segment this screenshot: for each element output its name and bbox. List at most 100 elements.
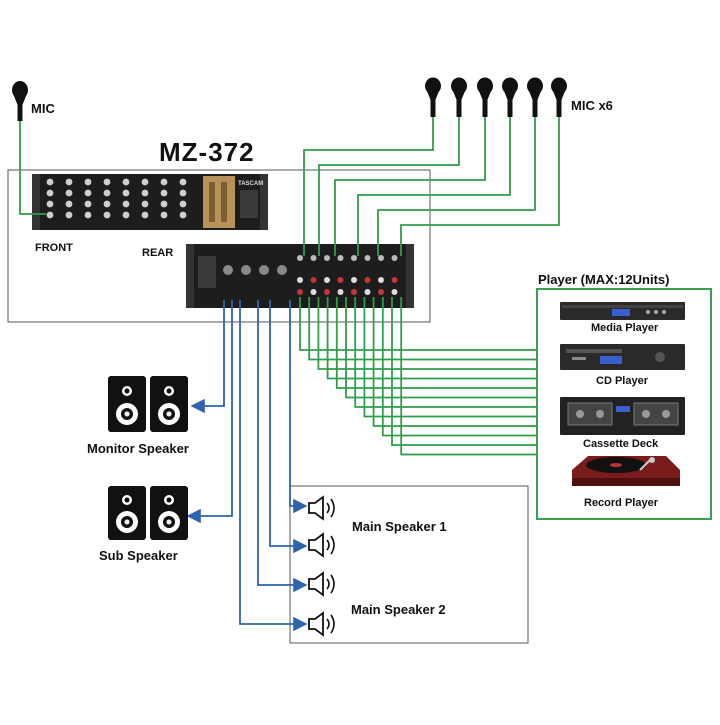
record-player-icon: [572, 456, 680, 486]
sound-wave: [326, 618, 330, 630]
mic-icon: [502, 77, 518, 95]
rear-rca: [351, 289, 357, 295]
front-knob: [179, 189, 187, 197]
front-mic-cable: [19, 121, 46, 215]
front-mic-icon: [12, 81, 28, 121]
front-knob: [46, 178, 54, 186]
rear-rca: [310, 277, 317, 283]
monitor-speaker-cable: [190, 300, 225, 414]
rear-jack: [351, 255, 357, 261]
rear-rca: [364, 277, 371, 283]
player-cable: [354, 297, 537, 408]
mic-icon: [451, 77, 467, 95]
input-cables: [19, 117, 560, 456]
player-cable: [400, 297, 537, 456]
front-knob: [103, 178, 111, 186]
rear-rca: [364, 289, 371, 295]
front-fader: [209, 182, 215, 222]
media-player-label: Media Player: [591, 322, 659, 334]
mic-handle: [556, 100, 562, 117]
mic-handle: [532, 100, 538, 117]
speaker-icon: [308, 611, 324, 637]
player-cable: [372, 297, 537, 427]
front-knob: [103, 200, 111, 208]
rear-rca: [391, 289, 398, 295]
mic-neck: [504, 91, 516, 101]
mic-cable: [377, 117, 536, 256]
sound-wave: [330, 574, 335, 594]
six-mics-group: [425, 77, 567, 117]
player-group-label: Player (MAX:12Units): [538, 272, 670, 287]
rear-jack: [391, 255, 398, 261]
mic-handle: [456, 100, 462, 117]
front-knob: [141, 200, 149, 208]
front-knob: [122, 200, 130, 208]
front-label: FRONT: [35, 242, 73, 254]
mic-cable: [303, 117, 434, 256]
rear-xlr: [241, 265, 251, 275]
rear-jack: [310, 255, 317, 261]
front-knob: [179, 200, 187, 208]
front-knob: [103, 211, 111, 219]
rear-rca: [337, 289, 344, 295]
cassette-deck-label: Cassette Deck: [583, 438, 659, 450]
player-cable: [345, 297, 537, 399]
front-knob: [141, 189, 149, 197]
mic-cable: [318, 117, 460, 256]
main-speaker-icons: [308, 495, 335, 637]
sound-wave: [326, 539, 330, 551]
rear-jack: [378, 255, 384, 261]
rear-rca: [324, 277, 330, 283]
player-cable: [317, 297, 537, 370]
sound-wave: [326, 578, 330, 590]
front-knob: [46, 211, 54, 219]
speaker-icon: [308, 571, 324, 597]
front-panel: [240, 190, 258, 218]
main-speaker-2-label: Main Speaker 2: [351, 602, 446, 617]
main-speaker-cable: [257, 300, 308, 593]
mic-cable: [334, 117, 486, 256]
mic-neck: [553, 91, 565, 101]
front-knob: [84, 189, 92, 197]
rear-jack: [297, 255, 303, 261]
rear-rca: [351, 277, 357, 283]
player-cable: [308, 297, 537, 361]
player-cable: [381, 297, 537, 437]
front-mic-label: MIC: [31, 101, 55, 116]
rear-rca: [297, 277, 303, 283]
main-speaker-cable: [269, 300, 308, 554]
front-knob: [141, 211, 149, 219]
rear-rca: [297, 289, 303, 295]
front-knob: [122, 211, 130, 219]
front-badge-text: TASCAM: [238, 181, 263, 187]
front-knob: [65, 189, 73, 197]
rear-jack: [337, 255, 344, 261]
rear-xlr: [277, 265, 287, 275]
front-logo: TASCAM: [238, 181, 263, 187]
front-knob: [122, 189, 130, 197]
front-knob: [65, 200, 73, 208]
sound-wave: [326, 502, 330, 514]
output-cables: [186, 300, 308, 632]
player-cable: [363, 297, 537, 418]
player-cable: [391, 297, 537, 446]
front-knob: [160, 211, 168, 219]
rear-rca: [337, 277, 344, 283]
mic-icon: [477, 77, 493, 95]
mic-icon: [527, 77, 543, 95]
mic-neck: [453, 91, 465, 101]
player-cable: [335, 297, 537, 389]
mic-handle: [482, 100, 488, 117]
sub-speaker-label: Sub Speaker: [99, 548, 178, 563]
speaker-icon: [308, 532, 324, 558]
record-player-label: Record Player: [584, 497, 658, 509]
rear-power: [198, 256, 216, 288]
rear-jack: [324, 255, 330, 261]
player-group-frame: [536, 288, 712, 520]
front-knob: [84, 178, 92, 186]
rear-rca: [391, 277, 398, 283]
mic-icon: [551, 77, 567, 95]
front-knob: [103, 189, 111, 197]
mic-handle: [507, 100, 513, 117]
front-knob: [122, 178, 130, 186]
